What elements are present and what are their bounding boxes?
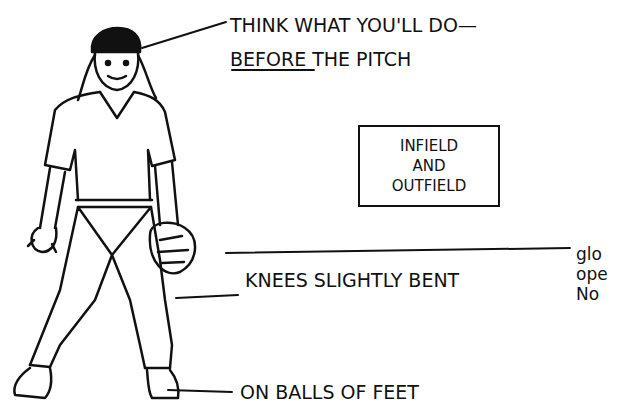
mouth [108,76,126,79]
callout-box: INFIELD AND OUTFIELD [358,125,500,207]
callout-label: KNEES SLIGHTLY BENT [245,266,465,294]
leader-line [226,248,570,253]
leader-lines [142,22,570,392]
glove [150,223,195,274]
callout-label: THINK WHAT YOU'LL DO— BEFORE THE PITCH [230,8,530,76]
callout-label: glo ope No [576,244,620,304]
cap [92,28,140,52]
belt [76,200,152,207]
eye [124,61,128,65]
shoe [147,370,178,398]
callout-label: ON BALLS OF FEET [240,380,540,404]
bare-hand [28,228,56,252]
leader-line [176,295,238,298]
legs [30,207,172,368]
box-text: INFIELD AND OUTFIELD [383,136,475,196]
shoe [14,368,51,398]
leader-line [142,22,226,48]
leader-line [168,390,232,392]
fielder-figure [14,28,195,398]
eye [106,61,110,65]
collar [100,92,134,118]
left-arm [40,168,65,228]
face [95,52,139,90]
right-arm [155,162,178,225]
